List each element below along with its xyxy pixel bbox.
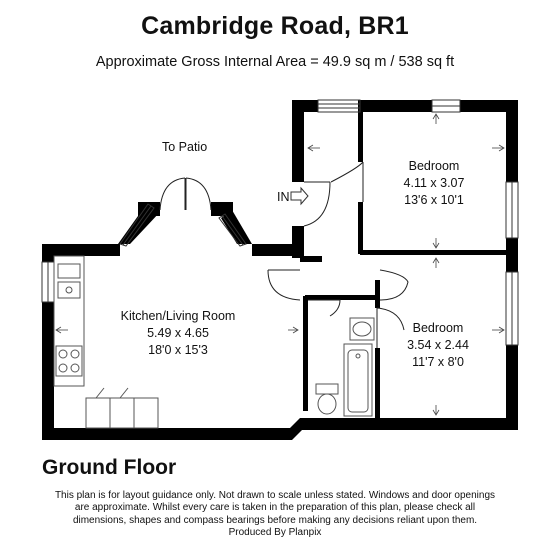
bedroom1-imperial: 13'6 x 10'1	[404, 193, 464, 207]
kitchen-metric: 5.49 x 4.65	[147, 326, 209, 340]
disclaimer: This plan is for layout guidance only. N…	[30, 490, 520, 540]
entrance-arrow-icon	[290, 186, 309, 206]
plan-title: Cambridge Road, BR1	[141, 12, 409, 40]
kitchen-lower-units	[85, 397, 159, 429]
kitchen-imperial: 18'0 x 15'3	[148, 343, 208, 357]
disclaimer-line: are approximate. Whilst every care is ta…	[74, 502, 476, 514]
bedroom1-metric: 4.11 x 3.07	[404, 176, 465, 190]
walls	[42, 100, 518, 440]
bedroom2-name: Bedroom	[413, 321, 464, 335]
producer-credit: Produced By Planpix	[228, 527, 322, 539]
disclaimer-line: This plan is for layout guidance only. N…	[54, 490, 496, 501]
kitchen-sink	[57, 263, 81, 279]
bathroom-sink	[349, 317, 375, 341]
fixtures	[53, 255, 375, 429]
doors	[159, 161, 409, 348]
dimension-markers	[55, 113, 505, 416]
kitchen-hob	[55, 345, 83, 377]
patio-label: To Patio	[162, 140, 207, 154]
bedroom2-metric: 3.54 x 2.44	[407, 338, 469, 352]
kitchen-name: Kitchen/Living Room	[121, 309, 236, 323]
entrance-label: IN	[277, 190, 290, 204]
gross-internal-area: Approximate Gross Internal Area = 49.9 s…	[95, 54, 455, 70]
bedroom2-imperial: 11'7 x 8'0	[412, 355, 464, 369]
bathtub	[343, 343, 373, 417]
kitchen-worktop	[53, 255, 85, 387]
disclaimer-line: dimensions, shapes and compass bearings …	[72, 514, 478, 526]
bedroom1-name: Bedroom	[409, 159, 460, 173]
toilet	[315, 383, 339, 395]
floor-label: Ground Floor	[42, 456, 177, 479]
windows	[41, 99, 519, 346]
